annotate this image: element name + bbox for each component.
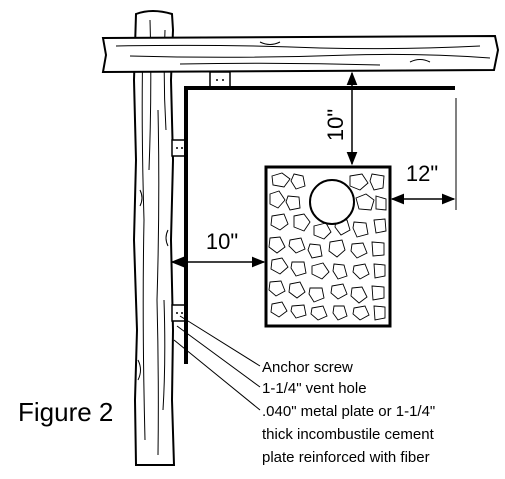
- figure-label: Figure 2: [18, 397, 113, 427]
- vent-hole: [309, 179, 355, 225]
- callout-plate-line3: plate reinforced with fiber: [262, 449, 430, 466]
- metal-plate: [184, 86, 455, 364]
- dimension-side-label: 12": [406, 161, 438, 186]
- dimension-top-label: 10": [323, 109, 348, 141]
- dimension-post: 10": [170, 229, 266, 268]
- wooden-post: [132, 10, 176, 466]
- dimension-post-label: 10": [206, 229, 238, 254]
- callout-plate-line1: .040" metal plate or 1-1/4": [262, 403, 435, 420]
- bracket-upper-post: [171, 139, 187, 157]
- leader-lines: [173, 315, 261, 411]
- callout-plate-line2: thick incombustile cement: [262, 426, 435, 443]
- bracket-top: [209, 71, 231, 89]
- dimension-top: 10": [323, 71, 358, 166]
- wooden-beam: [101, 34, 500, 74]
- callout-anchor-screw: Anchor screw: [262, 359, 353, 376]
- callout-vent-hole: 1-1/4" vent hole: [262, 380, 367, 397]
- dimension-side: 12": [390, 98, 457, 210]
